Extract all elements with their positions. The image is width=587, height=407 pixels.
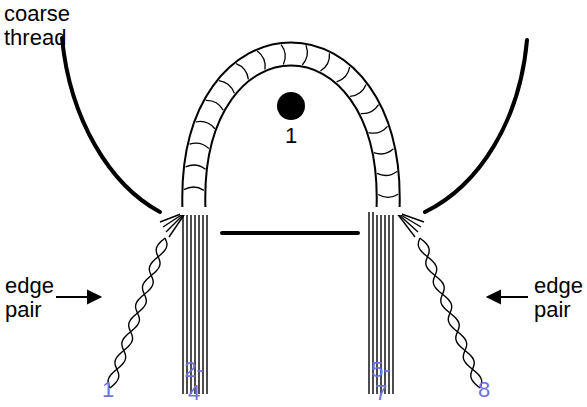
gimp-wrap	[374, 149, 394, 154]
callout-number: 8	[478, 378, 490, 402]
callout-number: 2-4	[184, 358, 204, 406]
gimp-wrap	[337, 67, 350, 82]
callout-number: 1	[102, 378, 114, 402]
bar-line	[222, 231, 358, 235]
gimp-wrap	[236, 64, 248, 80]
gimp-wrap	[361, 105, 379, 114]
thread-line	[206, 212, 207, 394]
gimp-wrap	[281, 45, 285, 65]
pair-label: edge pair	[5, 274, 54, 322]
gimp-wrap	[196, 121, 215, 128]
fan-line	[169, 212, 186, 237]
thread-line	[182, 212, 183, 394]
gimp-wrap	[369, 126, 388, 133]
leader-arrow	[56, 296, 92, 298]
coarse-thread	[194, 54, 388, 210]
pin-dot	[277, 92, 305, 120]
gimp-wrap	[302, 45, 307, 65]
gimp-wrap	[184, 187, 204, 190]
arrow-head	[88, 291, 100, 303]
pin-curve	[425, 40, 527, 212]
pin-number: 1	[285, 124, 297, 148]
thread-cut	[180, 207, 208, 215]
thread-line	[392, 212, 393, 394]
gimp-wrap	[377, 171, 397, 175]
fan-line	[396, 212, 415, 237]
coarse-thread-fill	[194, 54, 388, 210]
gimp-wrap	[186, 165, 206, 169]
gimp-wrap	[350, 84, 366, 96]
gimp-wrap	[206, 100, 224, 110]
pin-curve	[62, 38, 160, 212]
gimp-wrap	[257, 51, 265, 69]
edge-pair-thread	[418, 238, 481, 388]
callout-number: 5-7	[371, 358, 391, 406]
gimp-wrap	[378, 194, 398, 197]
thread-label: coarse thread	[4, 2, 70, 50]
arrow-head	[488, 291, 500, 303]
gimp-wrap	[190, 143, 209, 149]
gimp-wrap	[219, 81, 234, 94]
thread-cut	[374, 207, 402, 215]
thread-line	[368, 212, 369, 394]
pair-label: edge pair	[534, 274, 583, 322]
edge-pair-thread	[110, 238, 165, 388]
edge-pair-thread	[108, 238, 167, 388]
gimp-wrap	[320, 53, 329, 71]
